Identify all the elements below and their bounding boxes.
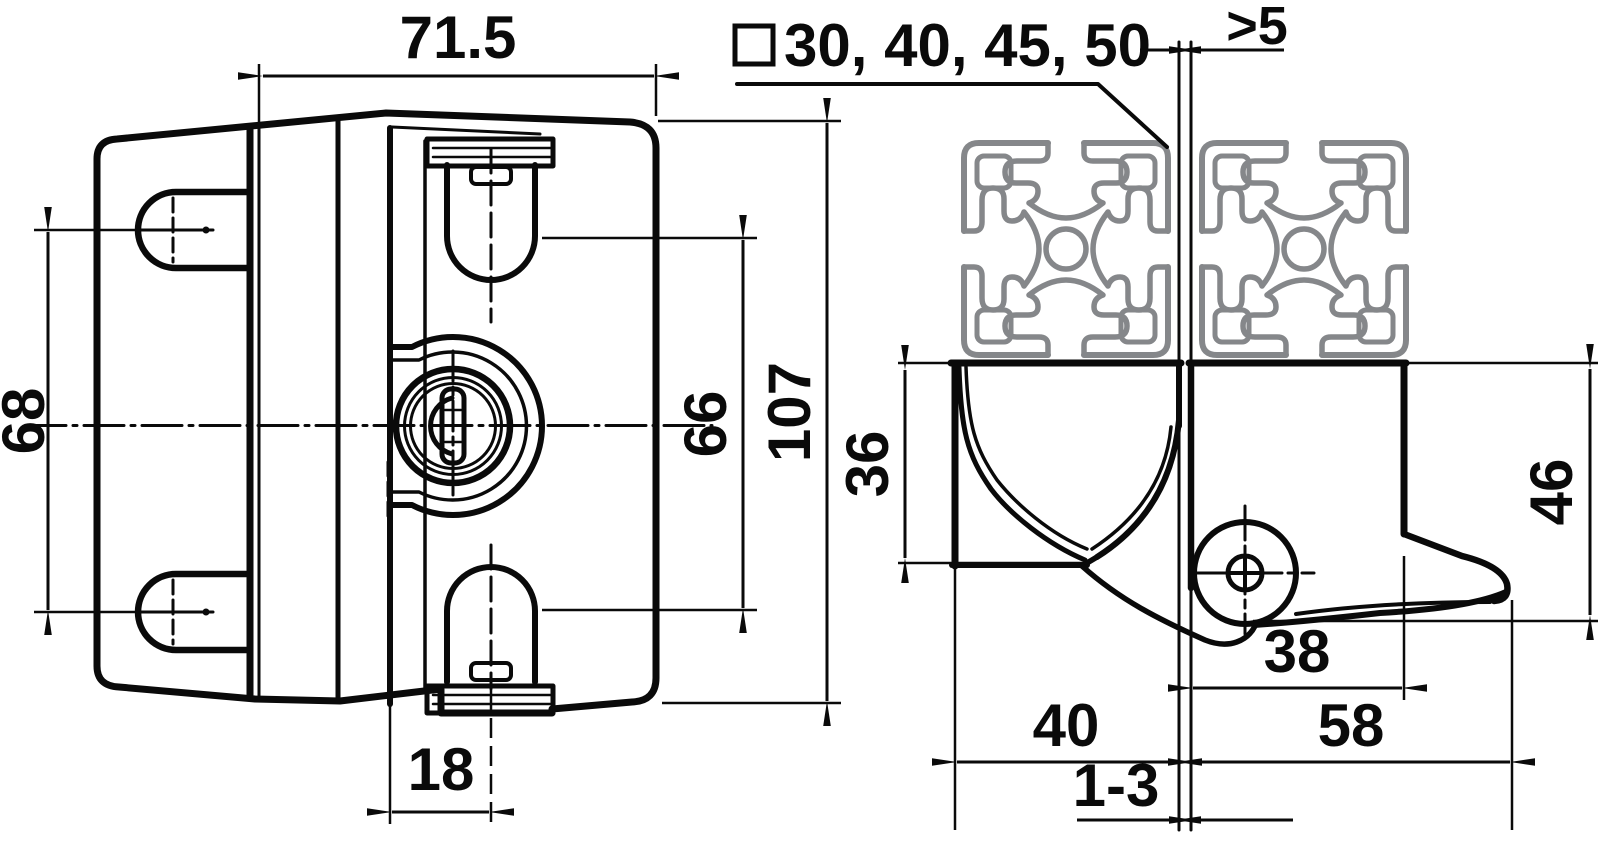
cam-arc xyxy=(1094,417,1182,560)
mounting-tab-bottom xyxy=(134,570,252,654)
pivot-axle xyxy=(1191,504,1316,636)
clamp-slot-top xyxy=(424,136,556,324)
dim-right-jaw-depth: 46 xyxy=(1518,459,1585,526)
clamp-slot-bottom xyxy=(424,543,556,716)
dim-left-jaw-depth: 36 xyxy=(834,431,901,498)
dimension-labels: 71.5 68 66 107 18 30, 40, 45, 50 >5 36 4… xyxy=(0,0,1585,819)
hook-tip xyxy=(1400,530,1511,605)
dim-overall-height: 107 xyxy=(756,362,823,462)
dim-slot-spacing: 66 xyxy=(672,391,739,458)
note-leader-line xyxy=(735,82,1169,149)
dim-left-body-width: 40 xyxy=(1033,692,1100,759)
side-view xyxy=(735,40,1511,832)
dimension-lines xyxy=(34,46,1598,830)
dim-overall-width: 71.5 xyxy=(400,4,517,71)
latch-side-body xyxy=(947,359,1511,647)
square-profile-symbol xyxy=(732,23,776,67)
dim-tab-hole-spacing: 68 xyxy=(0,388,57,455)
front-body-outline xyxy=(93,109,660,717)
profile-sizes-note: 30, 40, 45, 50 xyxy=(784,12,1151,79)
extrusion-profile-right xyxy=(1202,143,1406,355)
dim-center-offset: 18 xyxy=(408,736,475,803)
dim-right-body-width: 58 xyxy=(1318,692,1385,759)
front-view xyxy=(24,109,714,717)
mounting-tab-top xyxy=(134,188,252,272)
dim-pivot-offset: 38 xyxy=(1264,618,1331,685)
profile-gap-lines xyxy=(1177,40,1193,832)
pawl-lip xyxy=(1251,589,1509,628)
lock-knob xyxy=(386,334,545,521)
extrusion-profile-left xyxy=(964,143,1168,355)
dim-min-engagement: >5 xyxy=(1226,0,1288,56)
dim-panel-gap-range: 1-3 xyxy=(1073,752,1160,819)
